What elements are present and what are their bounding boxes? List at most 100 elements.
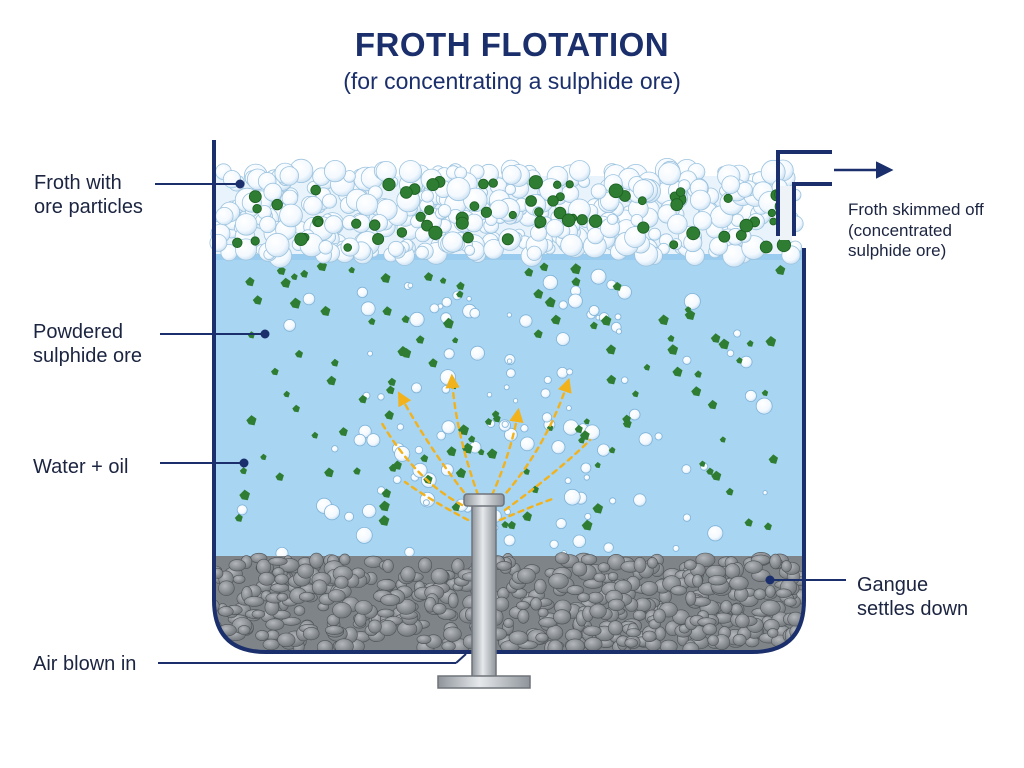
gangue-rock bbox=[702, 623, 718, 636]
gangue-rock bbox=[735, 613, 750, 629]
gangue-rock bbox=[647, 557, 658, 569]
froth-bubble bbox=[569, 160, 591, 182]
froth-bubble bbox=[454, 166, 468, 180]
ore-particle bbox=[384, 410, 394, 420]
gangue-rock bbox=[571, 561, 588, 577]
gangue-rock bbox=[781, 560, 792, 573]
air-bubble bbox=[344, 511, 355, 522]
air-bubble bbox=[681, 464, 692, 475]
ore-particle bbox=[316, 260, 327, 272]
ore-particle bbox=[547, 195, 559, 207]
label-gangue: Gangue settles down bbox=[857, 574, 969, 621]
gangue-rock bbox=[293, 605, 306, 616]
froth-bubble bbox=[442, 231, 464, 253]
ore-particle bbox=[260, 453, 267, 461]
air-bubble bbox=[486, 392, 493, 398]
gangue-rock bbox=[382, 559, 394, 573]
air-bubble bbox=[597, 443, 611, 457]
gangue-rock bbox=[324, 625, 344, 635]
air-bubble bbox=[441, 420, 456, 435]
air-bubble bbox=[396, 423, 404, 431]
ore-particle bbox=[581, 519, 593, 531]
ore-particle bbox=[250, 236, 260, 246]
gangue-rock bbox=[583, 625, 602, 637]
ore-particle bbox=[632, 390, 639, 398]
froth-bubble bbox=[259, 215, 277, 234]
ore-particle bbox=[324, 467, 334, 478]
ore-particle bbox=[245, 276, 255, 287]
ore-particle bbox=[579, 430, 590, 440]
ore-particle bbox=[351, 218, 362, 229]
froth-bubble bbox=[215, 207, 234, 226]
gangue-rock bbox=[311, 579, 328, 595]
ore-particle bbox=[622, 419, 632, 428]
ore-particle bbox=[711, 470, 722, 481]
air-bubble bbox=[331, 445, 339, 453]
gangue-rock bbox=[265, 618, 285, 631]
air-bubble bbox=[684, 293, 701, 310]
ore-particle bbox=[736, 357, 743, 364]
ore-particle bbox=[280, 277, 291, 288]
air-bubble bbox=[422, 499, 430, 507]
gangue-rock bbox=[334, 575, 349, 589]
air-bubble bbox=[411, 382, 422, 394]
air-bubble bbox=[360, 301, 376, 317]
ore-particle bbox=[330, 358, 339, 367]
air-bubble bbox=[588, 305, 600, 316]
ore-particle bbox=[451, 502, 461, 512]
air-bubble bbox=[362, 503, 377, 519]
ore-particle bbox=[415, 211, 426, 222]
label-froth-skimmed: Froth skimmed off (concentrated sulphide… bbox=[848, 200, 984, 261]
air-bubble bbox=[563, 488, 581, 506]
ore-particle bbox=[600, 315, 612, 326]
air-bubble bbox=[584, 513, 592, 521]
gangue-rock bbox=[760, 599, 781, 616]
air-bubble bbox=[733, 329, 742, 338]
gangue-rock bbox=[580, 554, 598, 565]
air-bubble bbox=[469, 307, 481, 319]
air-bubble bbox=[564, 477, 572, 485]
air-bubble bbox=[506, 358, 513, 364]
air-bubble bbox=[540, 388, 551, 399]
overflow-chute bbox=[776, 150, 832, 240]
air-bubble bbox=[366, 433, 381, 448]
ore-particle bbox=[669, 240, 679, 250]
ore-particle bbox=[428, 225, 443, 240]
air-bubble bbox=[614, 313, 622, 321]
gangue-rock bbox=[584, 637, 603, 650]
ore-particle bbox=[574, 424, 583, 434]
air-bubble bbox=[443, 348, 455, 360]
gangue-rock bbox=[228, 559, 247, 572]
froth-bubble bbox=[560, 234, 583, 257]
gangue-rock bbox=[593, 572, 606, 583]
air-bubble bbox=[621, 376, 629, 384]
ore-particle bbox=[455, 216, 469, 230]
gangue-rock bbox=[624, 638, 638, 648]
air-bubble bbox=[404, 546, 415, 558]
ore-particle bbox=[477, 448, 485, 456]
froth-bubble bbox=[526, 245, 542, 261]
ore-particle bbox=[539, 262, 549, 272]
ore-particle bbox=[443, 317, 454, 329]
ore-particle bbox=[718, 230, 731, 243]
ore-particle bbox=[239, 467, 247, 475]
ore-particle bbox=[769, 217, 778, 226]
gangue-rock bbox=[503, 618, 514, 629]
air-bubble bbox=[323, 504, 340, 521]
froth-bubble bbox=[501, 164, 522, 185]
air-bubble bbox=[356, 286, 368, 298]
ore-particle bbox=[761, 389, 769, 397]
gangue-rock bbox=[530, 597, 542, 611]
ore-particle bbox=[658, 314, 669, 326]
air-bubble bbox=[506, 312, 512, 318]
ore-particle bbox=[592, 503, 604, 514]
ore-particle bbox=[401, 348, 412, 359]
ore-particle bbox=[524, 267, 534, 277]
ore-particle bbox=[608, 183, 624, 199]
air-bubble bbox=[501, 420, 509, 428]
froth-bubble bbox=[590, 183, 607, 200]
froth-bubble bbox=[437, 204, 452, 218]
ore-particle bbox=[637, 196, 647, 206]
ore-particle bbox=[455, 467, 466, 478]
